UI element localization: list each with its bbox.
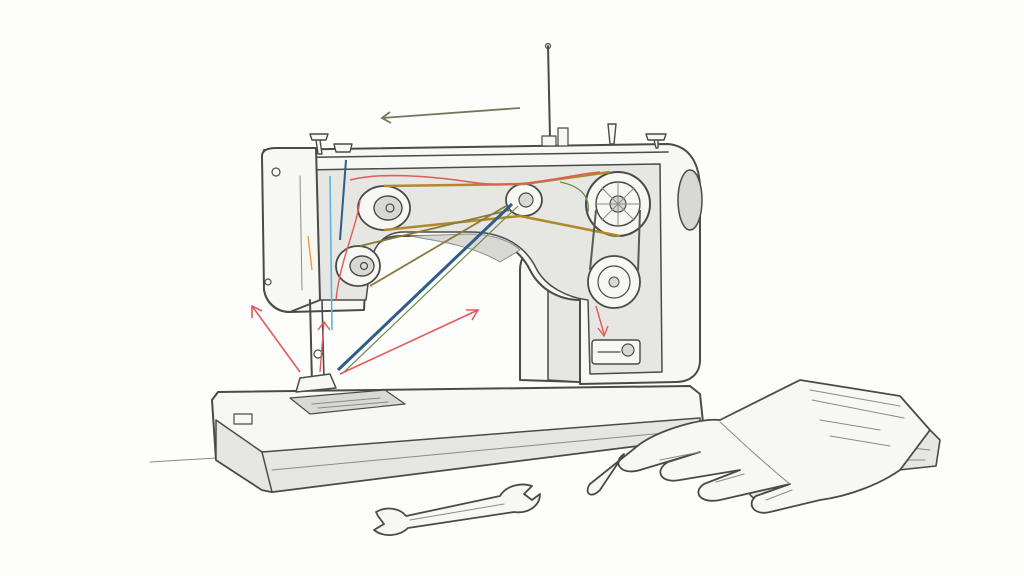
arrow-upper-left-icon bbox=[251, 304, 301, 373]
sewing-machine bbox=[211, 42, 705, 493]
needle-assembly bbox=[295, 299, 337, 393]
motion-arrows bbox=[251, 107, 609, 375]
thread-path bbox=[307, 171, 601, 331]
stitch-regulator bbox=[591, 339, 641, 365]
arrow-up-icon bbox=[317, 320, 331, 373]
wrench-icon bbox=[373, 483, 541, 536]
top-knobs bbox=[309, 123, 667, 155]
arrow-right-icon bbox=[339, 309, 480, 375]
arrow-down-icon bbox=[595, 305, 609, 338]
flywheel-lower-right bbox=[587, 255, 641, 309]
work-gloves bbox=[586, 379, 941, 514]
machine-base bbox=[211, 385, 705, 493]
pulley-upper-left bbox=[357, 185, 411, 231]
flywheel-upper-right bbox=[585, 171, 651, 237]
pulley-center bbox=[505, 183, 543, 217]
spool-pin bbox=[541, 42, 569, 147]
machine-head bbox=[261, 147, 321, 313]
glove-front-icon bbox=[586, 379, 931, 514]
pulley-lower-left bbox=[335, 245, 381, 287]
arrow-left-icon bbox=[380, 107, 521, 124]
